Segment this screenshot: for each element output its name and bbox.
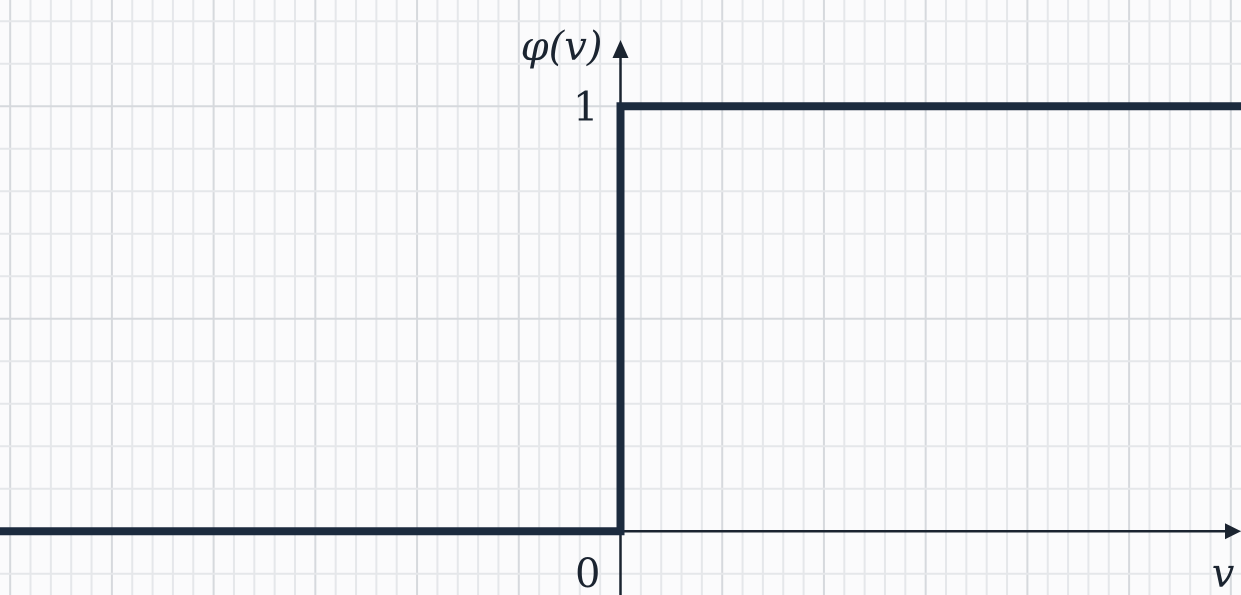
x-axis-label: v [1212,551,1235,595]
y-axis-label: φ(v) [521,24,603,70]
y-tick-label: 1 [573,84,598,130]
y-tick-labels: 1 [573,84,598,130]
y-axis-arrow [612,40,629,58]
labels: φ(v) v 0 [521,24,1235,595]
series-line [0,102,1241,536]
x-axis-arrow [1225,523,1241,540]
series-layer [0,102,1241,536]
origin-label: 0 [575,551,600,595]
